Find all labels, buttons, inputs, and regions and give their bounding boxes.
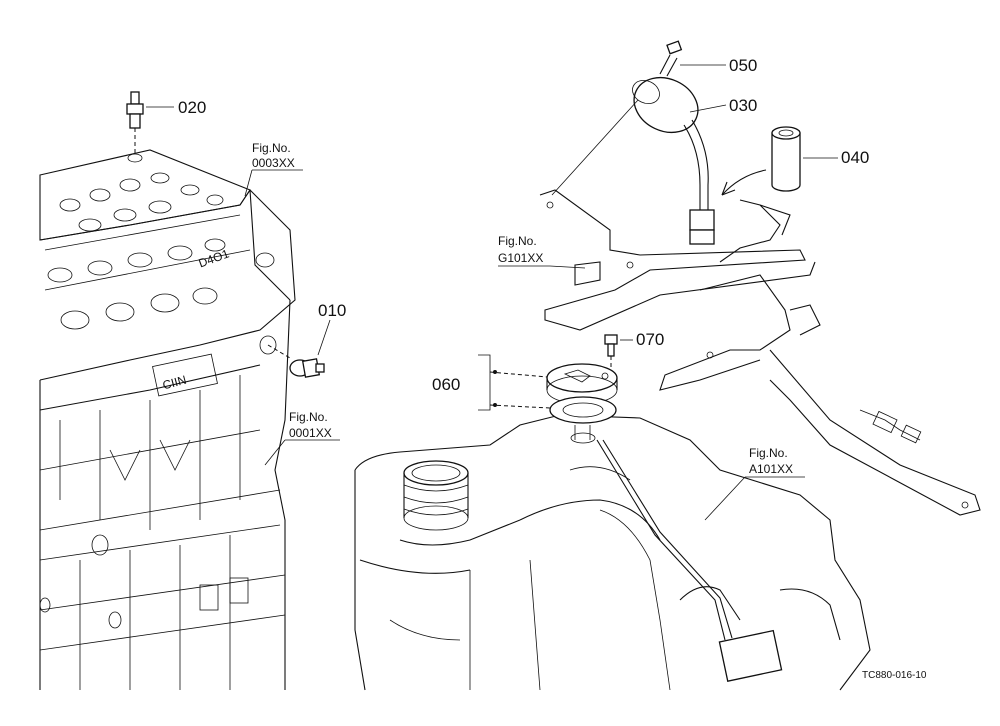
dot-060-b xyxy=(493,403,497,407)
figref-g101xx-label: Fig.No. xyxy=(498,234,537,248)
callout-050[interactable]: 050 xyxy=(729,56,757,75)
callout-030[interactable]: 030 xyxy=(729,96,757,115)
figref-g101xx-code[interactable]: G101XX xyxy=(498,251,543,265)
part-060-fuel-sender xyxy=(546,363,783,682)
callout-010[interactable]: 010 xyxy=(318,301,346,320)
callout-060[interactable]: 060 xyxy=(432,375,460,394)
figref-a101xx-label: Fig.No. xyxy=(749,446,788,460)
part-050-bolt xyxy=(659,40,683,77)
figref-0001xx-label: Fig.No. xyxy=(289,410,328,424)
figref-a101xx-code[interactable]: A101XX xyxy=(749,462,793,476)
figref-0003xx-code[interactable]: 0003XX xyxy=(252,156,295,170)
drawing-code: TC880-016-10 xyxy=(862,670,927,681)
engine-assembly xyxy=(39,149,296,690)
callout-070[interactable]: 070 xyxy=(636,330,664,349)
dot-060-a xyxy=(493,370,497,374)
engine-mark-b: CIIN xyxy=(161,373,188,393)
part-010-switch xyxy=(267,344,325,378)
part-070-screw xyxy=(604,334,618,370)
bracket-assembly xyxy=(539,189,981,516)
part-020-sender xyxy=(126,91,144,163)
callout-020[interactable]: 020 xyxy=(178,98,206,117)
head-bolt-holes xyxy=(47,172,277,355)
part-030-sensor xyxy=(551,76,715,245)
figref-0003xx-label: Fig.No. xyxy=(252,141,291,155)
figref-0001xx-code[interactable]: 0001XX xyxy=(289,426,332,440)
fuel-tank xyxy=(354,414,871,691)
callout-040[interactable]: 040 xyxy=(841,148,869,167)
engine-mark-a: D4O1 xyxy=(197,246,232,270)
part-040-tube xyxy=(721,126,801,196)
